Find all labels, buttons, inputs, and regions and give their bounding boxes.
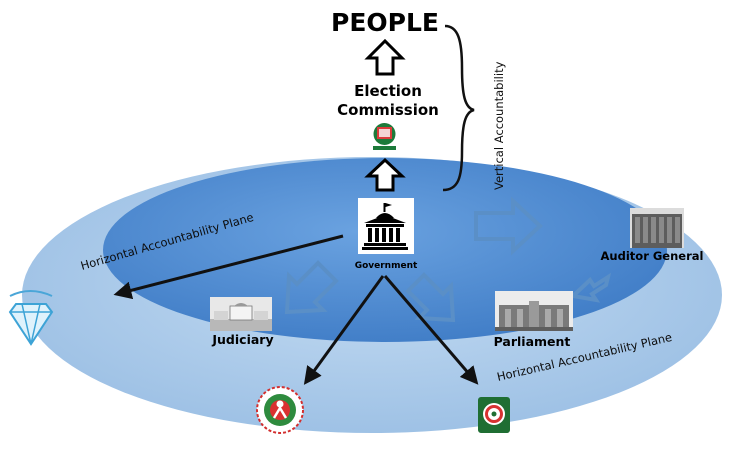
arrow-to-left-agency — [113, 234, 344, 300]
parliament-label: Parliament — [494, 334, 571, 349]
supreme-court-building-photo — [210, 297, 272, 331]
vertical-accountability-label: Vertical Accountability — [492, 61, 506, 190]
government-label: Government — [355, 261, 418, 271]
hollow-arrow-down-left-icon — [284, 260, 339, 315]
election-commission-emblem-icon — [368, 120, 401, 153]
judiciary-label: Judiciary — [211, 332, 273, 347]
arrow-to-bottom-left-agency — [303, 275, 385, 385]
diamond-emblem-icon — [8, 290, 54, 346]
vertical-accountability-brace — [442, 24, 475, 192]
auditor-general-label: Auditor General — [601, 249, 704, 263]
arrow-to-bottom-right-agency — [383, 275, 479, 385]
election-commission-line1: Election — [354, 82, 422, 100]
hollow-arrow-down-right-icon — [405, 272, 456, 323]
human-rights-commission-emblem-icon — [256, 386, 304, 434]
election-commission-line2: Commission — [337, 101, 439, 119]
people-heading: PEOPLE — [331, 8, 439, 37]
hollow-arrow-auditor-to-parliament-icon — [568, 272, 612, 303]
hollow-arrow-right-icon — [474, 196, 543, 256]
parliament-building-photo — [495, 291, 573, 331]
government-building-icon — [358, 198, 414, 254]
anti-corruption-commission-emblem-icon — [478, 397, 510, 433]
up-arrow-icon — [364, 38, 406, 76]
hollow-arrows — [284, 196, 612, 323]
black-arrows — [113, 234, 479, 385]
auditor-building-photo — [630, 208, 684, 248]
up-arrow-icon-2 — [364, 157, 406, 192]
